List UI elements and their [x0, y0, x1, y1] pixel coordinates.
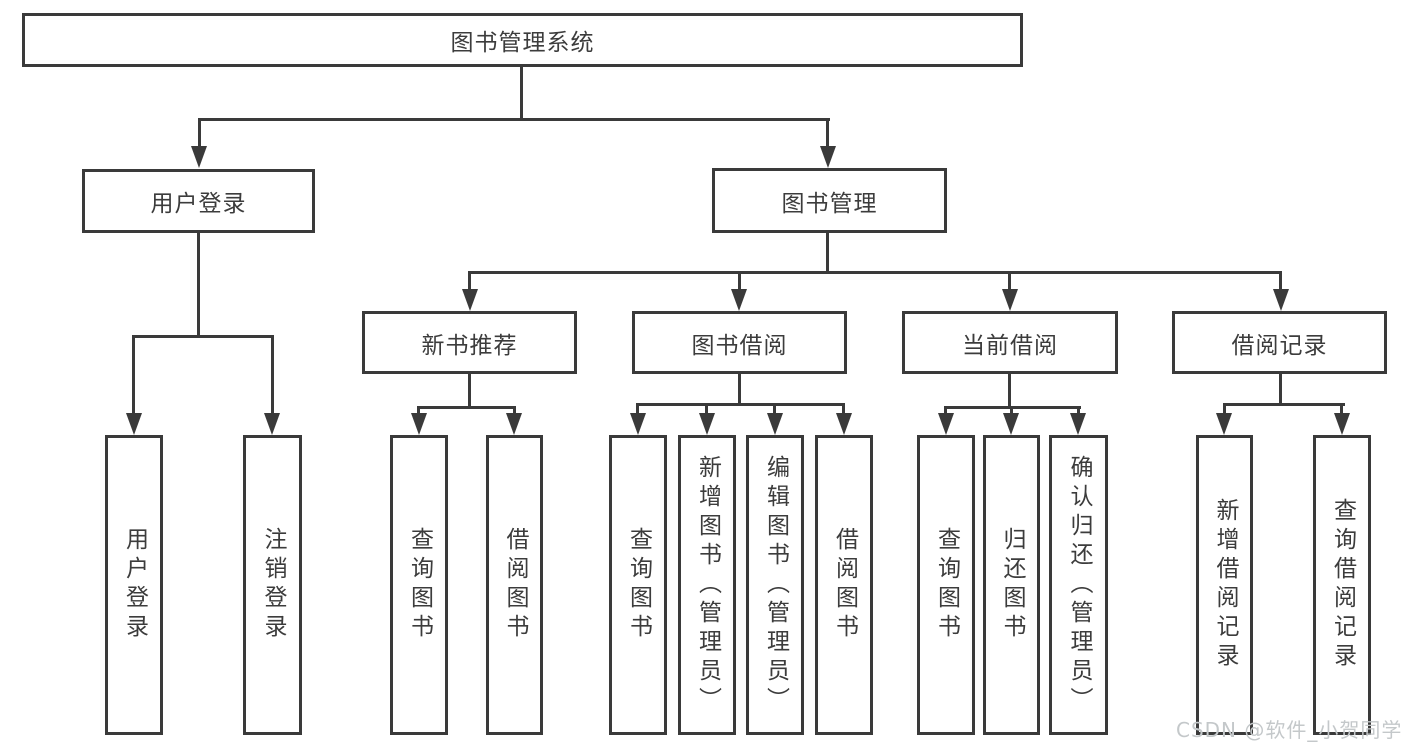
- leaf-add-borrow-record: 新增借阅记录: [1196, 435, 1253, 735]
- connector-line: [468, 271, 471, 291]
- node-library-system-label: 图书管理系统: [450, 30, 595, 56]
- node-new-book-recommend: 新书推荐: [362, 311, 577, 374]
- connector-line: [705, 403, 708, 415]
- down-arrowhead-icon: [191, 146, 207, 168]
- leaf-confirm-return-admin-label: 确认归还（管理员）: [1066, 454, 1092, 716]
- connector-line: [132, 335, 135, 415]
- connector-line: [826, 233, 829, 271]
- leaf-query-books-current: 查询图书: [917, 435, 975, 735]
- leaf-borrow-books-label: 借阅图书: [831, 527, 858, 643]
- down-arrowhead-icon: [1334, 413, 1350, 435]
- leaf-borrow-books: 借阅图书: [815, 435, 873, 735]
- leaf-query-books-current-label: 查询图书: [933, 527, 960, 643]
- leaf-query-books-recommend-label: 查询图书: [406, 527, 433, 643]
- node-user-login: 用户登录: [82, 169, 315, 233]
- down-arrowhead-icon: [264, 413, 280, 435]
- connector-line: [468, 271, 1282, 274]
- connector-line: [513, 406, 516, 416]
- down-arrowhead-icon: [1002, 289, 1018, 311]
- node-new-book-recommend-label: 新书推荐: [421, 332, 518, 359]
- connector-line: [944, 406, 947, 416]
- connector-line: [271, 335, 274, 415]
- node-borrowing-records: 借阅记录: [1172, 311, 1387, 374]
- connector-line: [842, 403, 845, 415]
- down-arrowhead-icon: [699, 413, 715, 435]
- down-arrowhead-icon: [506, 413, 522, 435]
- node-book-management: 图书管理: [712, 168, 947, 233]
- node-current-borrowing-label: 当前借阅: [962, 332, 1058, 359]
- connector-line: [468, 374, 471, 406]
- connector-line: [1008, 271, 1011, 291]
- leaf-confirm-return-admin: 确认归还（管理员）: [1049, 435, 1108, 735]
- connector-line: [1008, 374, 1011, 406]
- leaf-add-books-admin: 新增图书（管理员）: [678, 435, 736, 735]
- leaf-edit-books-admin: 编辑图书（管理员）: [746, 435, 804, 735]
- connector-line: [198, 118, 201, 148]
- leaf-edit-books-admin-label: 编辑图书（管理员）: [762, 454, 789, 716]
- connector-line: [636, 403, 845, 406]
- down-arrowhead-icon: [820, 146, 836, 168]
- leaf-user-login: 用户登录: [105, 435, 163, 735]
- down-arrowhead-icon: [731, 289, 747, 311]
- leaf-query-borrow-record-label: 查询借阅记录: [1329, 498, 1356, 672]
- connector-line: [738, 374, 741, 403]
- leaf-borrow-books-recommend-label: 借阅图书: [502, 527, 528, 643]
- leaf-query-books-borrowing: 查询图书: [609, 435, 667, 735]
- connector-line: [132, 335, 274, 338]
- down-arrowhead-icon: [1216, 413, 1232, 435]
- down-arrowhead-icon: [126, 413, 142, 435]
- down-arrowhead-icon: [630, 413, 646, 435]
- leaf-add-books-admin-label: 新增图书（管理员）: [694, 454, 721, 716]
- leaf-query-books-recommend: 查询图书: [390, 435, 448, 735]
- connector-line: [1279, 374, 1282, 403]
- connector-line: [1010, 406, 1013, 416]
- connector-line: [198, 118, 830, 121]
- leaf-borrow-books-recommend: 借阅图书: [486, 435, 543, 735]
- down-arrowhead-icon: [411, 413, 427, 435]
- connector-line: [520, 67, 523, 118]
- leaf-add-borrow-record-label: 新增借阅记录: [1212, 498, 1238, 672]
- node-book-borrowing: 图书借阅: [632, 311, 847, 374]
- node-book-borrowing-label: 图书借阅: [691, 332, 788, 359]
- node-book-management-label: 图书管理: [781, 190, 878, 217]
- connector-line: [636, 403, 639, 415]
- csdn-watermark: CSDN @软件_小贺同学: [1176, 718, 1403, 742]
- leaf-logout: 注销登录: [243, 435, 302, 735]
- down-arrowhead-icon: [1070, 413, 1086, 435]
- connector-line: [1077, 406, 1080, 416]
- leaf-return-books: 归还图书: [983, 435, 1040, 735]
- down-arrowhead-icon: [1273, 289, 1289, 311]
- connector-line: [1279, 271, 1282, 291]
- leaf-return-books-label: 归还图书: [999, 527, 1025, 643]
- connector-line: [1223, 403, 1226, 415]
- down-arrowhead-icon: [938, 413, 954, 435]
- connector-line: [738, 271, 741, 291]
- connector-line: [826, 118, 829, 148]
- node-borrowing-records-label: 借阅记录: [1231, 332, 1328, 359]
- connector-line: [1340, 403, 1343, 415]
- connector-line: [773, 403, 776, 415]
- leaf-user-login-label: 用户登录: [121, 527, 148, 643]
- node-user-login-label: 用户登录: [150, 191, 247, 217]
- leaf-logout-label: 注销登录: [260, 527, 286, 643]
- down-arrowhead-icon: [462, 289, 478, 311]
- node-current-borrowing: 当前借阅: [902, 311, 1118, 374]
- down-arrowhead-icon: [1003, 413, 1019, 435]
- leaf-query-books-borrowing-label: 查询图书: [625, 527, 652, 643]
- connector-line: [417, 406, 516, 409]
- connector-line: [417, 406, 420, 416]
- connector-line: [197, 233, 200, 335]
- down-arrowhead-icon: [836, 413, 852, 435]
- leaf-query-borrow-record: 查询借阅记录: [1313, 435, 1371, 735]
- connector-line: [1223, 403, 1345, 406]
- down-arrowhead-icon: [767, 413, 783, 435]
- node-library-system: 图书管理系统: [22, 13, 1023, 67]
